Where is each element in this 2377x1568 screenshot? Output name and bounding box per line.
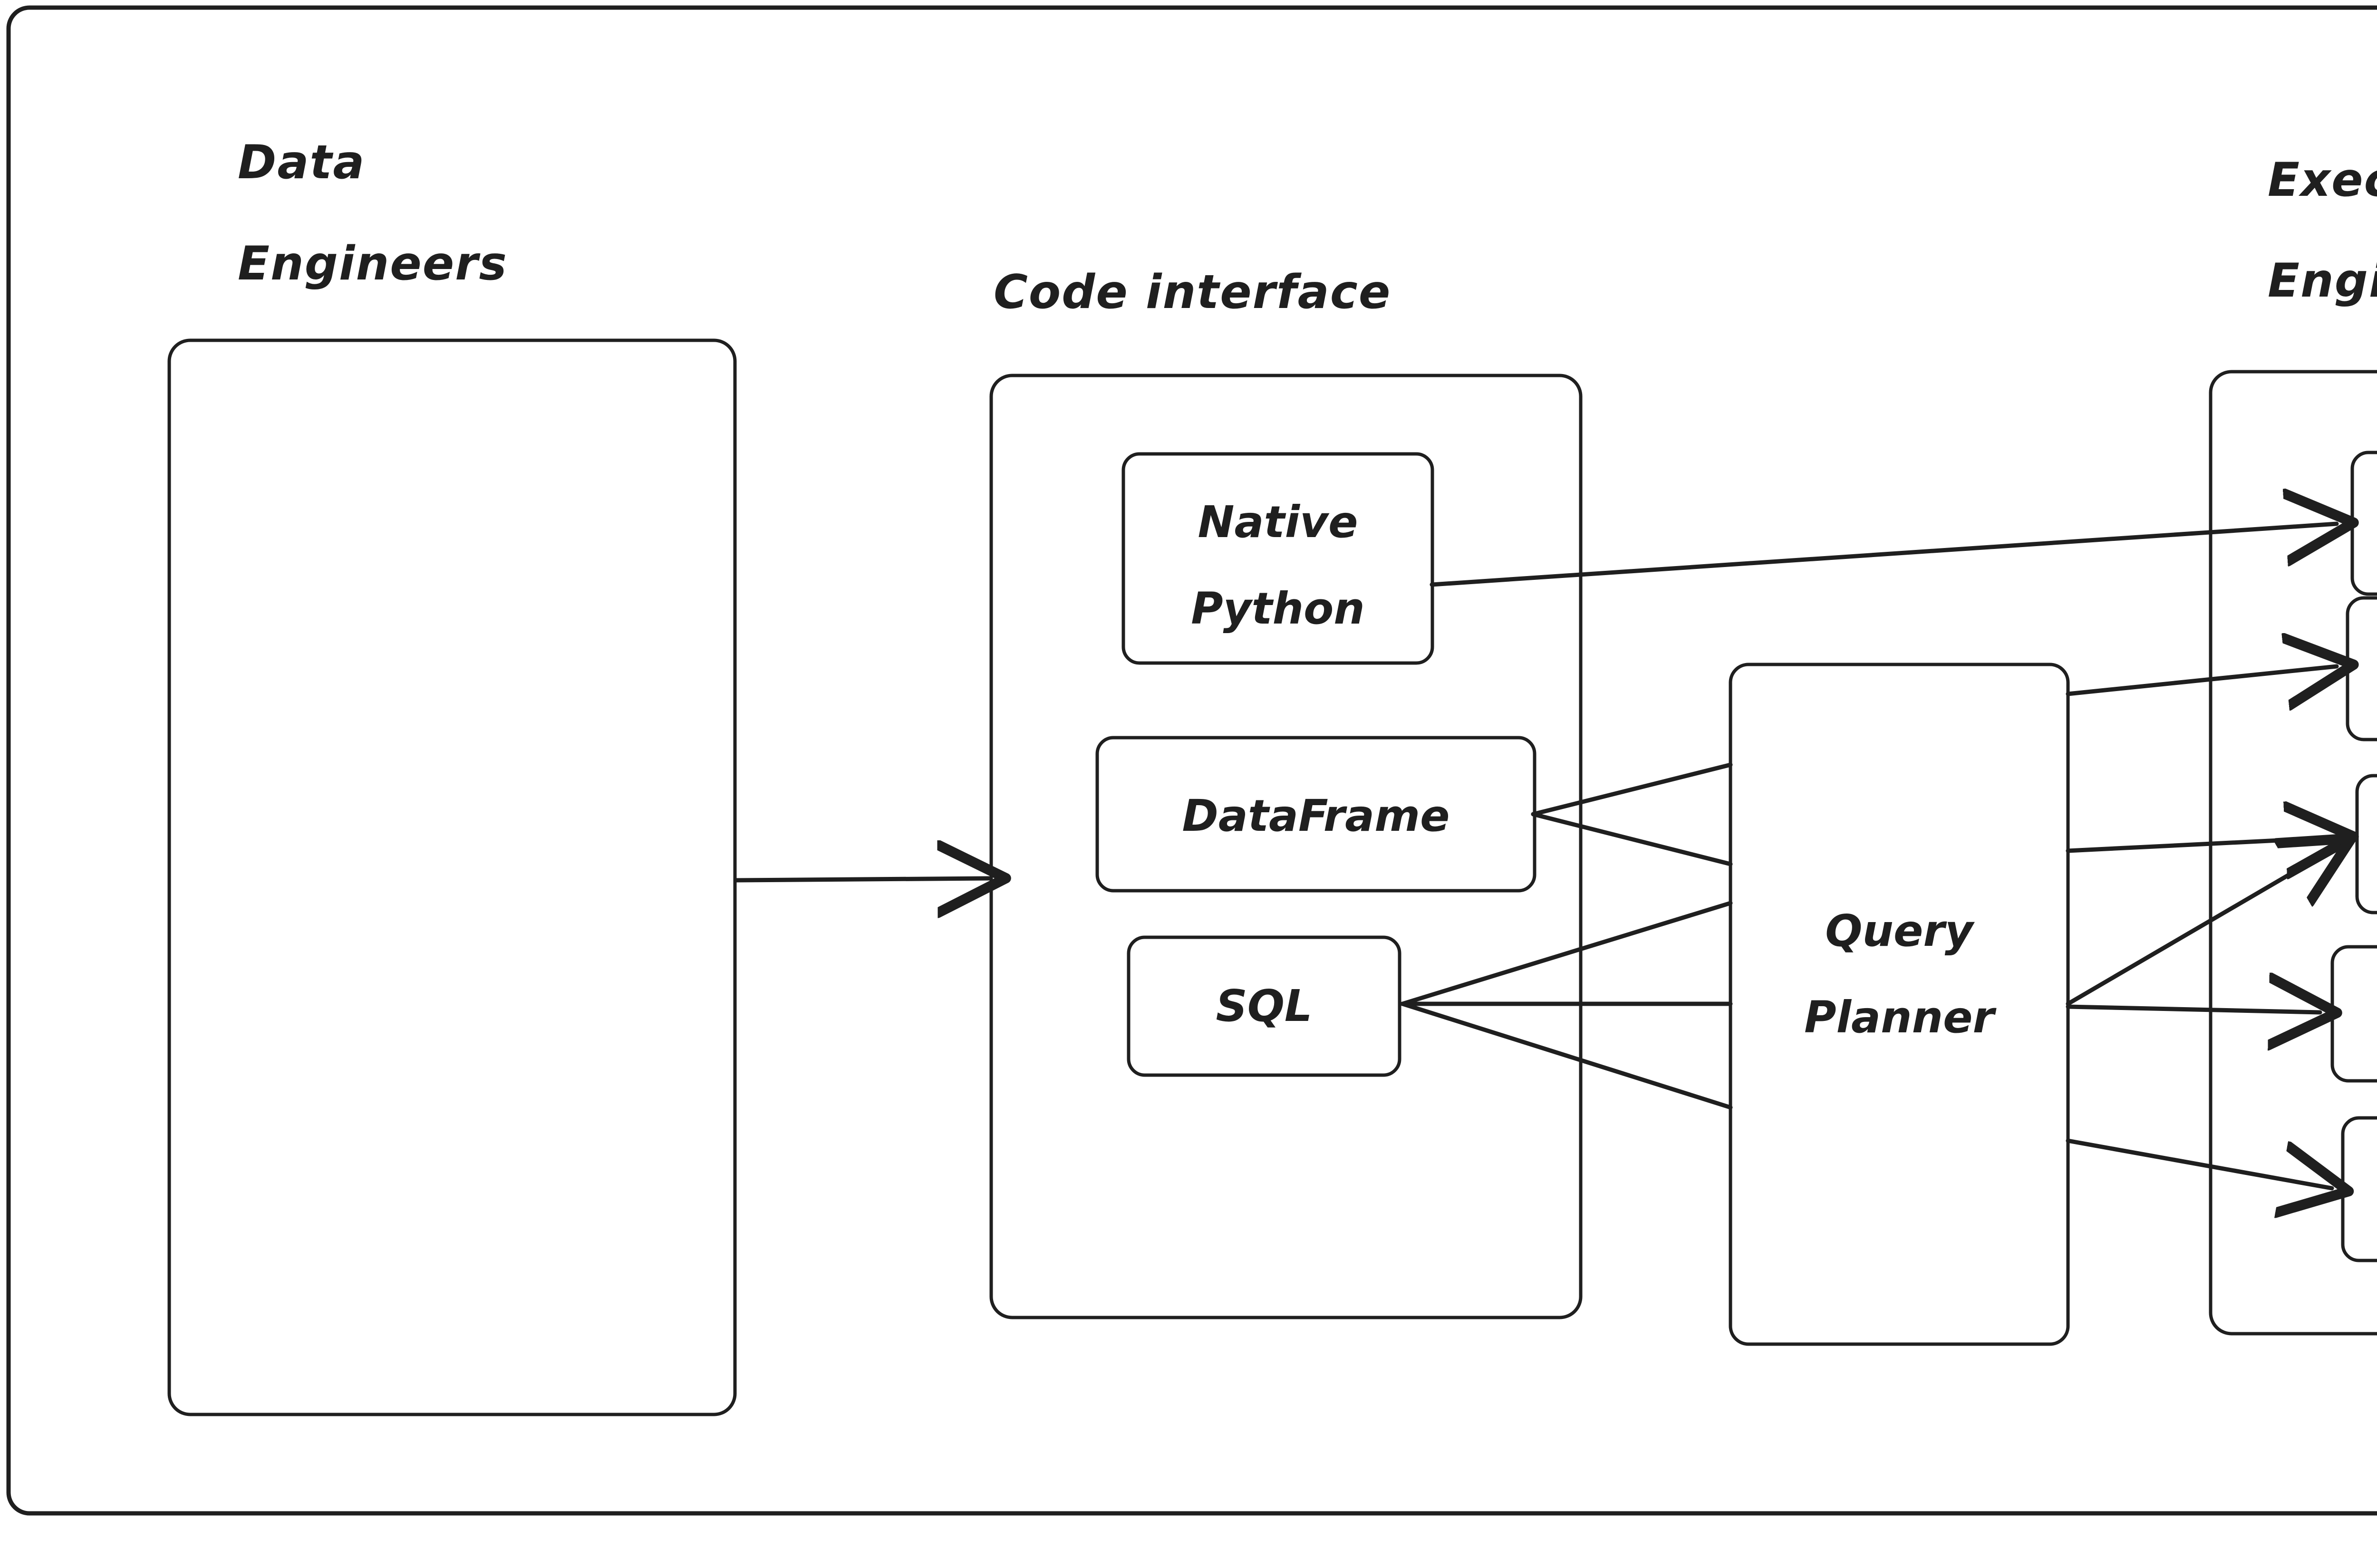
node-snowflake[interactable]: Snowflake [2330,945,2377,1083]
node-query-planner-label-line1: Query [1825,905,1975,956]
node-dataframe[interactable]: DataFrame [1095,736,1536,893]
node-sql-label: SQL [1216,981,1312,1031]
edge-planner-to-duckdb [2066,1138,2332,1188]
outer-frame [6,5,2377,1516]
node-polars[interactable]: Polars [2346,596,2377,741]
edge-planner-to-spark-b [2066,847,2337,1006]
node-spark[interactable]: Spark [2355,774,2377,914]
group-title-engine-line2: Engine [2268,254,2377,308]
node-native-python-label-line1: Native [1198,497,1358,548]
node-native-python-label-line2: Python [1191,583,1365,634]
group-title-engineers-line2: Engineers [238,237,508,291]
group-title-code: Code interface [994,265,1391,319]
node-cpython[interactable]: CPython [2350,451,2377,596]
edge-native-python-to-cpython [1430,524,2337,587]
edge-sql-to-planner-a [1400,901,1733,1006]
edge-sql-to-planner-c [1400,1001,1733,1110]
group-title-engine-line1: Execution [2268,153,2377,207]
edge-engineers-to-code [734,878,989,880]
edge-dataframe-to-planner-b [1531,812,1733,866]
node-native-python[interactable]: Native Python [1121,452,1434,665]
edge-planner-to-polars [2066,666,2337,694]
node-query-planner[interactable]: Query Planner [1729,663,2070,1346]
edge-dataframe-to-planner-a [1531,762,1733,817]
node-dataframe-label: DataFrame [1182,790,1450,841]
group-box-engineers[interactable] [167,338,737,1416]
node-query-planner-label-line2: Planner [1804,992,1997,1043]
edge-planner-to-snowflake [2066,1007,2320,1012]
group-title-engineers-line1: Data [238,135,365,190]
node-duckdb[interactable]: DuckDB [2341,1116,2377,1262]
node-sql[interactable]: SQL [1127,935,1401,1077]
